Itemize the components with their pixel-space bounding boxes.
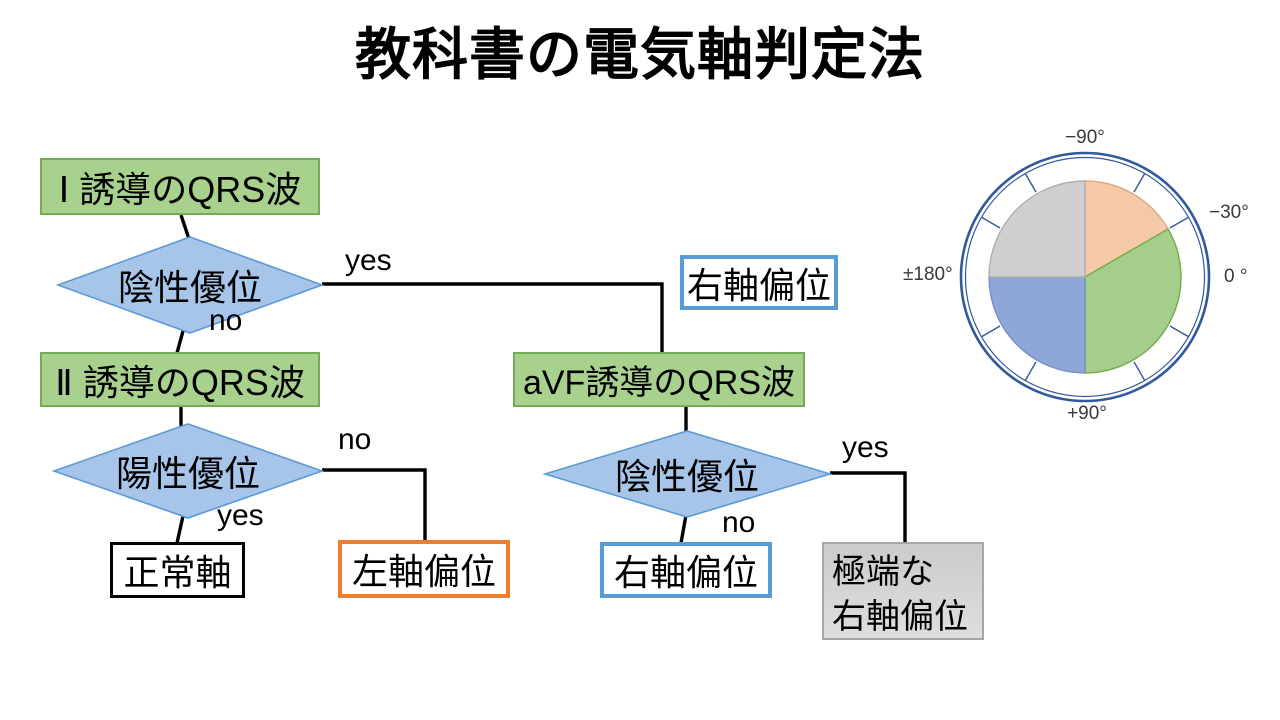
outcome-box-extreme-right-axis: 極端な 右軸偏位 [822, 542, 984, 640]
tick-minus120 [1024, 173, 1037, 193]
connector-positive-to-normal [175, 515, 185, 544]
dial-label-minus90: −90° [1065, 127, 1105, 148]
connector-lead1-to-negative1 [179, 214, 191, 240]
branch-label-yes-3: yes [842, 431, 889, 464]
extreme-label-line2: 右軸偏位 [832, 597, 968, 636]
process-box-lead2: Ⅱ 誘導のQRS波 [40, 352, 320, 407]
tick-minus150 [981, 216, 1001, 229]
connector-negative2-to-right-axis [679, 514, 688, 544]
dial-outer-ring [959, 151, 1211, 403]
page-title: 教科書の電気軸判定法 [355, 23, 925, 86]
process-box-lead1: Ⅰ 誘導のQRS波 [40, 158, 320, 215]
tick-plus120 [1024, 361, 1037, 381]
axis-dial [959, 151, 1211, 403]
connector-yes-to-avf [322, 282, 664, 353]
tick-minus30 [1169, 216, 1189, 229]
decision-label-negative2: 陰性優位 [614, 456, 759, 497]
branch-label-yes-1: yes [345, 244, 392, 277]
dial-label-plus90: +90° [1067, 403, 1107, 424]
connector-negative1-to-lead2 [175, 330, 185, 354]
branch-label-no-2: no [338, 423, 372, 456]
tick-plus60 [1133, 361, 1146, 381]
dial-label-plusminus180: ±180° [903, 264, 953, 285]
decision-diamond-negative1 [55, 236, 325, 334]
branch-label-yes-2: yes [217, 499, 264, 532]
decision-label-negative1: 陰性優位 [117, 267, 262, 308]
pie-sector-extreme-right-axis [988, 180, 1086, 278]
pie-sector-left-axis [1084, 180, 1170, 279]
decision-label-positive: 陽性優位 [115, 453, 260, 494]
pie-sector-right-axis [988, 276, 1086, 374]
dial-tick-marks [981, 173, 1189, 381]
dial-inner-ring [964, 156, 1206, 398]
outcome-box-right-axis-bottom: 右軸偏位 [600, 542, 772, 598]
tick-plus150 [981, 325, 1001, 338]
outcome-box-left-axis: 左軸偏位 [338, 540, 510, 598]
branch-label-no-3: no [722, 506, 756, 539]
decision-diamonds [51, 236, 833, 519]
connector-lines [175, 214, 907, 544]
connector-yes-to-extreme [830, 471, 907, 543]
dial-label-zero: 0 ° [1224, 266, 1248, 287]
branch-label-no-1: no [209, 304, 243, 337]
extreme-label-line1: 極端な [832, 553, 934, 591]
decision-diamond-positive [51, 423, 325, 519]
connector-no-to-left-axis [322, 468, 427, 541]
dial-label-minus30: −30° [1209, 202, 1249, 223]
tick-minus60 [1133, 173, 1146, 193]
tick-plus30 [1169, 325, 1189, 338]
outcome-box-normal-axis: 正常軸 [110, 542, 245, 598]
decision-diamond-negative2 [542, 430, 833, 518]
outcome-box-right-axis-top: 右軸偏位 [680, 255, 838, 310]
pie-sector-normal-axis [1084, 228, 1182, 374]
process-box-avf: aVF誘導のQRS波 [513, 352, 805, 407]
